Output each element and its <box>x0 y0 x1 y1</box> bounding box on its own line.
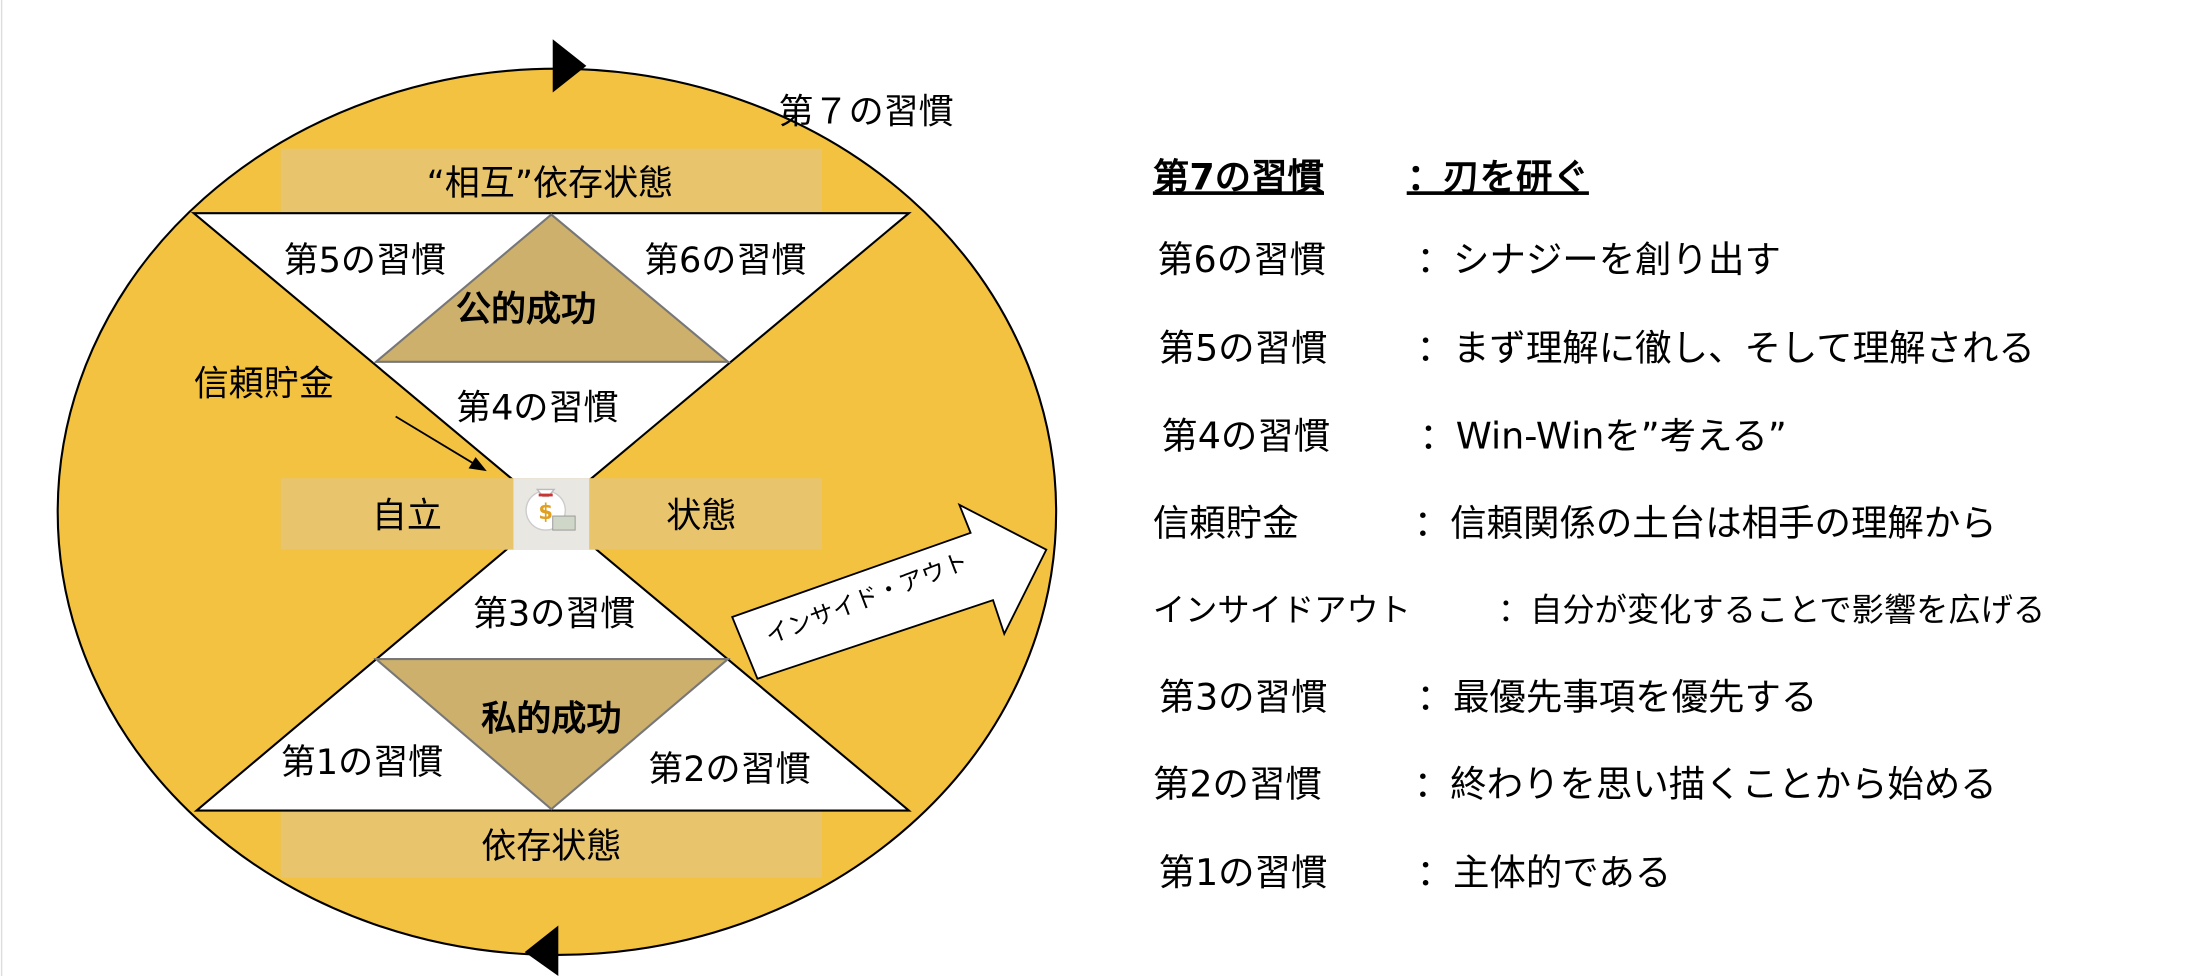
private-victory-triangle <box>373 658 731 811</box>
cycle-arrow-top-icon <box>552 39 587 93</box>
legend-desc-insideout: ：自分が変化することで影響を広げる <box>1498 591 2045 629</box>
legend-label-6: 第6の習慣 <box>1157 238 1326 281</box>
legend-label-insideout: インサイドアウト <box>1153 591 1411 629</box>
legend-label-7: 第7の習慣 <box>1153 155 1325 198</box>
public-victory-triangle <box>373 213 731 363</box>
independence-right-label: 状態 <box>666 495 736 536</box>
inside-out-arrow <box>731 502 1048 680</box>
dependence-label: 依存状態 <box>481 826 621 867</box>
independence-left-label: 自立 <box>372 495 442 536</box>
interdependence-band <box>280 148 822 214</box>
legend-label-1: 第1の習慣 <box>1159 851 1328 894</box>
interdependence-label: “相互”依存状態 <box>427 163 674 204</box>
habit2-label: 第2の習慣 <box>648 749 811 790</box>
dependence-band <box>280 810 822 878</box>
habits-legend: 第7の習慣 ：刃を研ぐ 第6の習慣 ：シナジーを創り出す 第5の習慣 ：まず理解… <box>1153 155 2045 894</box>
public-victory-label: 公的成功 <box>456 289 596 330</box>
legend-label-2: 第2の習慣 <box>1153 763 1322 806</box>
habit6-label: 第6の習慣 <box>644 240 807 281</box>
private-victory-label: 私的成功 <box>481 699 621 740</box>
legend-label-3: 第3の習慣 <box>1159 676 1328 719</box>
habit3-label: 第3の習慣 <box>473 593 636 634</box>
legend-desc-3: ：最優先事項を優先する <box>1417 676 1818 719</box>
legend-desc-4: ：Win-Winを”考える” <box>1419 415 1786 458</box>
cycle-arrow-bottom-icon <box>524 925 559 976</box>
legend-desc-5: ：まず理解に徹し、そして理解される <box>1417 326 2035 369</box>
legend-desc-6: ：シナジーを創り出す <box>1417 238 1781 281</box>
legend-desc-2: ：終わりを思い描くことから始める <box>1414 763 1997 806</box>
legend-label-trust: 信頼貯金 <box>1153 502 1299 545</box>
legend-desc-7: ：刃を研ぐ <box>1407 155 1589 198</box>
trust-account-label: 信頼貯金 <box>194 363 334 404</box>
habit1-label: 第1の習慣 <box>281 742 444 783</box>
habit7-label: 第７の習慣 <box>778 91 953 132</box>
legend-label-4: 第4の習慣 <box>1161 415 1330 458</box>
legend-desc-1: ：主体的である <box>1417 851 1672 894</box>
legend-desc-trust: ：信頼関係の土台は相手の理解から <box>1414 502 1997 545</box>
money-bag-icon: $ <box>525 488 576 531</box>
trust-account-pointer-icon <box>395 415 487 472</box>
svg-text:$: $ <box>538 499 553 524</box>
legend-label-5: 第5の習慣 <box>1159 326 1328 369</box>
habit4-label: 第4の習慣 <box>456 387 619 428</box>
habit5-label: 第5の習慣 <box>284 240 447 281</box>
